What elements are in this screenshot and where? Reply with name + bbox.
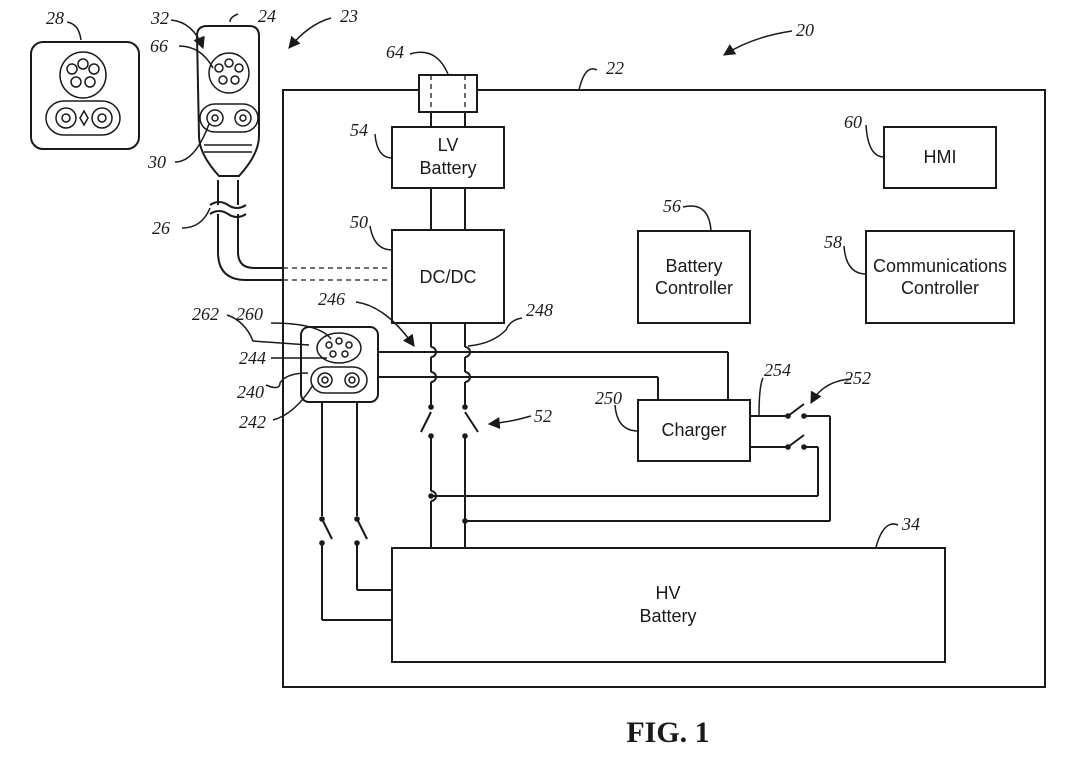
ref-52: 52 — [534, 406, 552, 426]
ref-66: 66 — [150, 36, 168, 56]
ref-242: 242 — [239, 412, 266, 432]
ref-32: 32 — [150, 8, 169, 28]
ref-34: 34 — [901, 514, 920, 534]
ref-60: 60 — [844, 112, 862, 132]
dcdc-block: DC/DC — [391, 229, 505, 324]
ref-58: 58 — [824, 232, 842, 252]
communications-controller-block: Communications Controller — [865, 230, 1015, 324]
ref-54: 54 — [350, 120, 368, 140]
leader-lines — [66, 13, 899, 548]
charge-connector-handle — [195, 25, 260, 177]
battery-controller-label-line1: Battery — [665, 256, 722, 276]
battery-controller-label-line2: Controller — [655, 278, 733, 298]
lv-battery-label-line2: Battery — [419, 158, 476, 178]
ref-250: 250 — [595, 388, 622, 408]
hmi-label: HMI — [924, 147, 957, 167]
ref-28: 28 — [46, 8, 64, 28]
hv-battery-label-line2: Battery — [639, 606, 696, 626]
ref-248: 248 — [526, 300, 553, 320]
ref-254: 254 — [764, 360, 791, 380]
ref-246: 246 — [318, 289, 345, 309]
fuse-64 — [418, 74, 478, 113]
ref-64: 64 — [386, 42, 404, 62]
ref-262: 262 — [192, 304, 219, 324]
ref-240: 240 — [237, 382, 264, 402]
inlet-face-detail — [30, 41, 140, 150]
charger-block: Charger — [637, 399, 751, 462]
lv-battery-block: LV Battery — [391, 126, 505, 189]
ref-24: 24 — [258, 6, 276, 26]
ref-26: 26 — [152, 218, 170, 238]
ref-22: 22 — [606, 58, 624, 78]
hv-battery-block: HV Battery — [391, 547, 946, 663]
hv-battery-label-line1: HV — [655, 583, 680, 603]
ref-20: 20 — [796, 20, 814, 40]
wiring — [209, 112, 831, 621]
figure-caption: FIG. 1 — [626, 716, 709, 749]
reference-numerals: 28 32 24 23 66 30 26 64 22 20 54 60 56 5… — [46, 6, 920, 534]
ref-30: 30 — [147, 152, 166, 172]
battery-controller-block: Battery Controller — [637, 230, 751, 324]
lv-battery-label-line1: LV — [438, 135, 459, 155]
communications-controller-label-line2: Controller — [901, 278, 979, 298]
charger-label: Charger — [661, 420, 726, 440]
ref-252: 252 — [844, 368, 871, 388]
ref-23: 23 — [340, 6, 358, 26]
hmi-block: HMI — [883, 126, 997, 189]
ref-56: 56 — [663, 196, 681, 216]
ref-50: 50 — [350, 212, 368, 232]
vehicle-boundary — [282, 89, 1046, 688]
vehicle-charge-inlet — [300, 326, 379, 403]
dcdc-label: DC/DC — [420, 267, 477, 287]
communications-controller-label-line1: Communications — [873, 256, 1007, 276]
ref-244: 244 — [239, 348, 266, 368]
ref-260: 260 — [236, 304, 263, 324]
